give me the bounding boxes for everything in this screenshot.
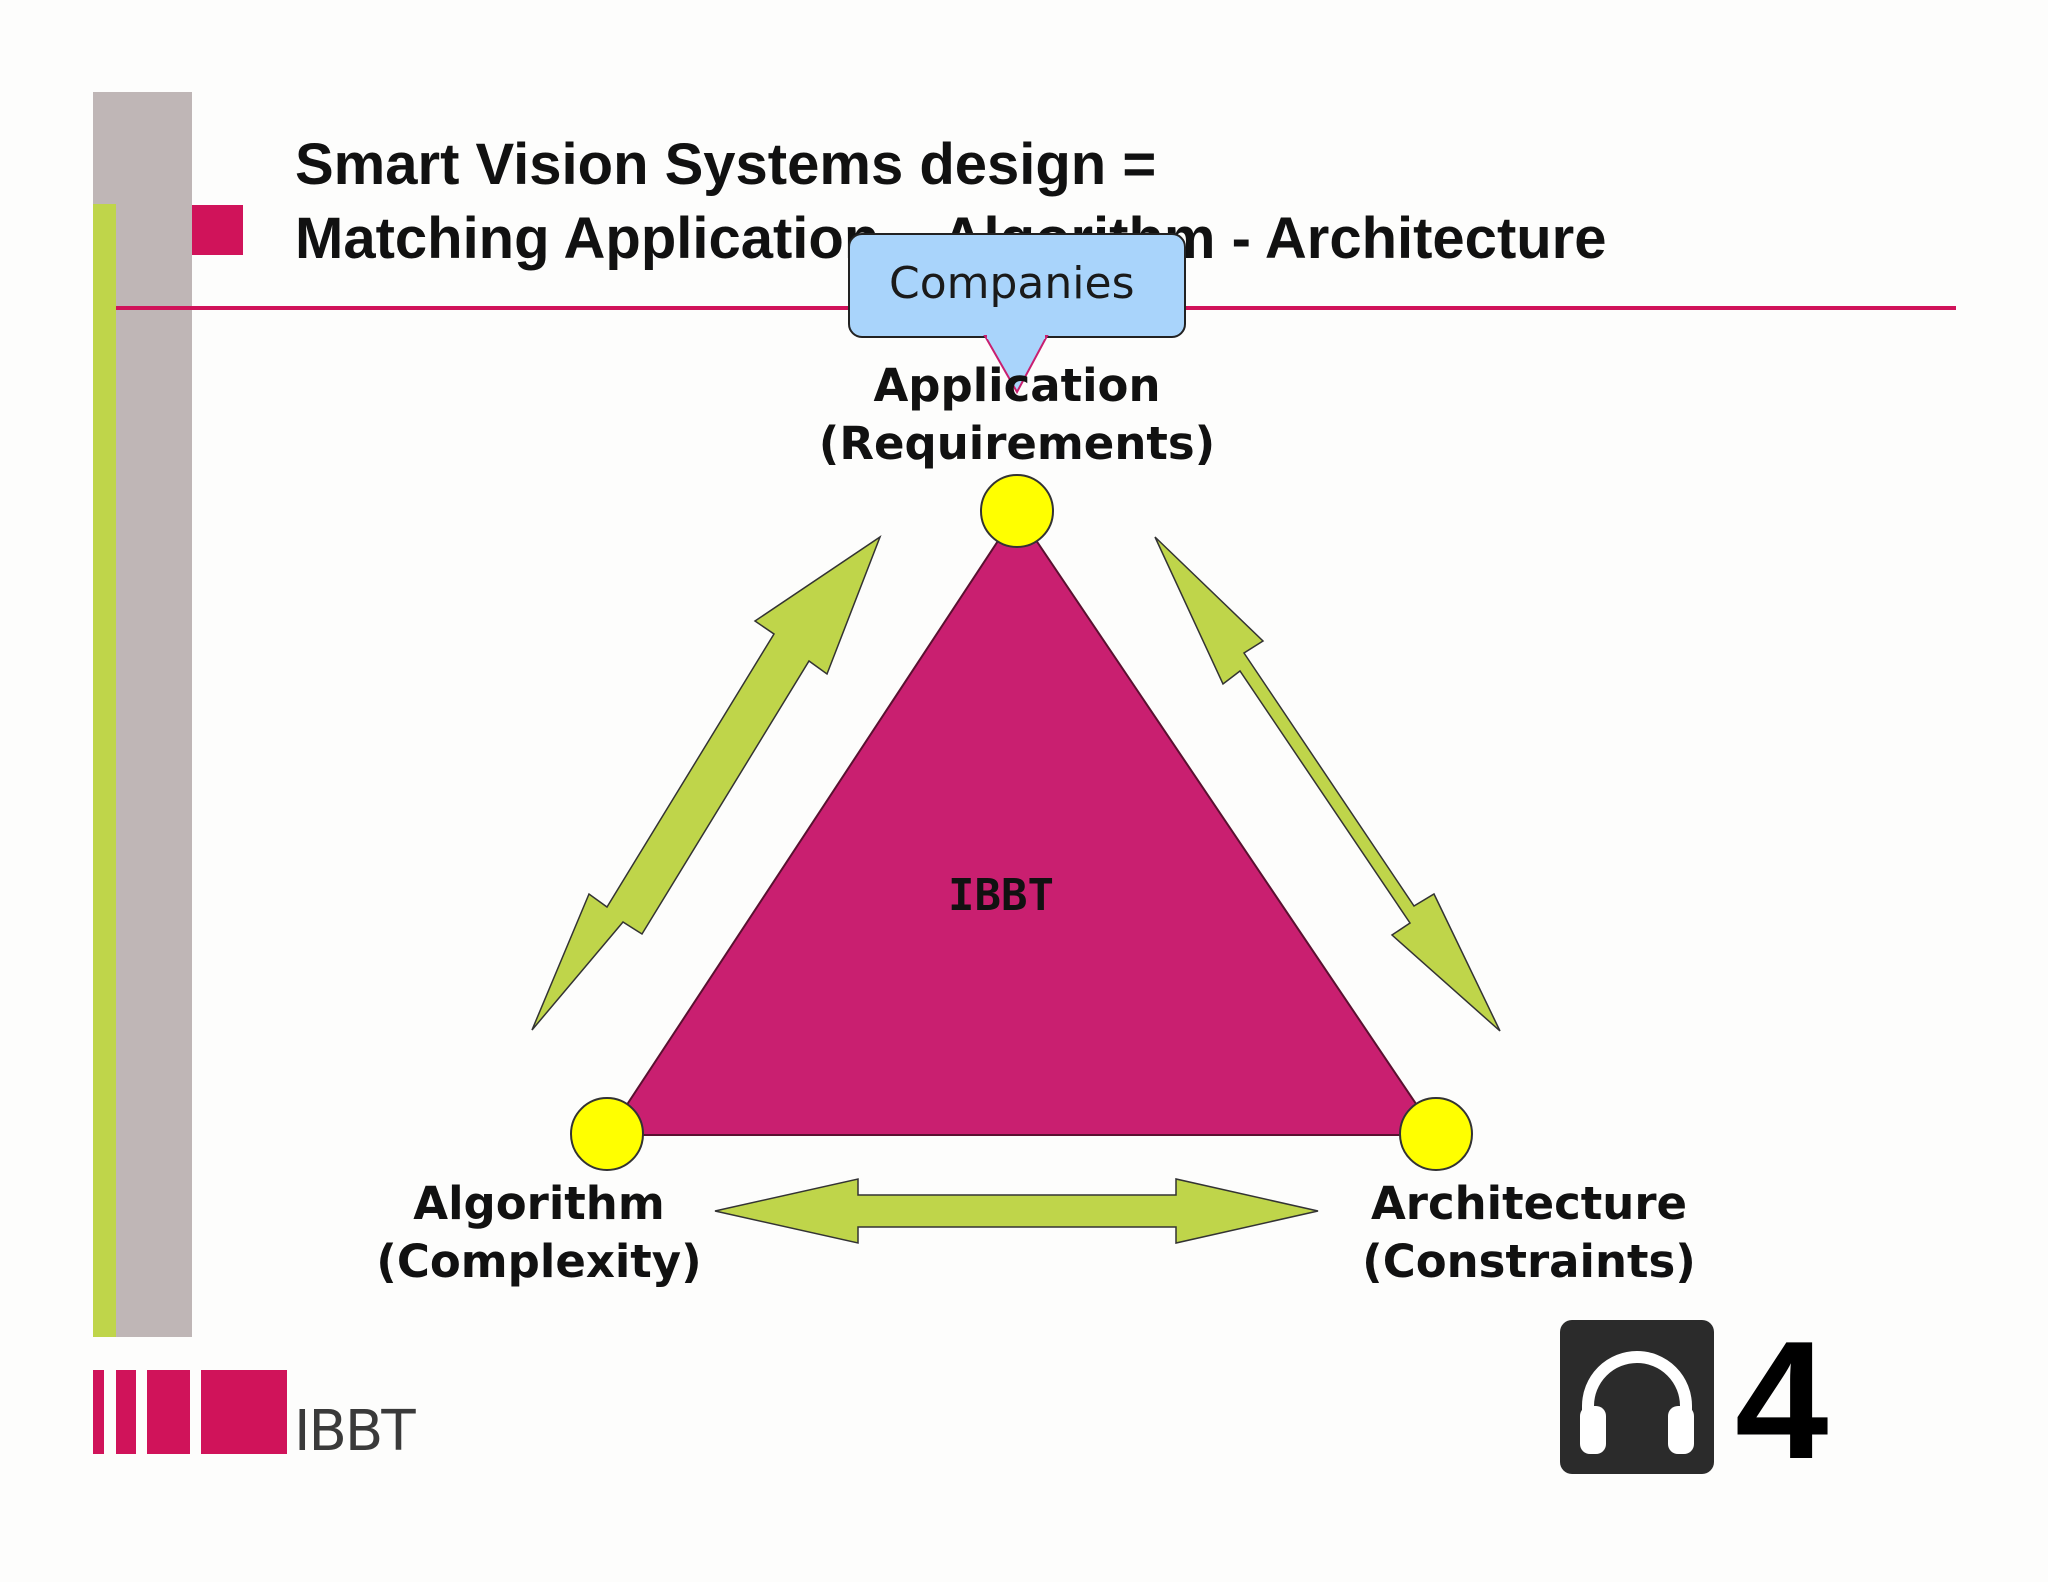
slide-number: 4 xyxy=(1735,1306,1829,1494)
logo-bar-3 xyxy=(147,1370,190,1454)
application-title: Application xyxy=(873,359,1161,412)
companies-callout-text: Companies xyxy=(889,258,1135,309)
node-application-label: Application (Requirements) xyxy=(767,357,1267,473)
algorithm-subtitle: (Complexity) xyxy=(376,1235,702,1288)
application-subtitle: (Requirements) xyxy=(818,417,1216,470)
headphones-icon xyxy=(1580,1351,1694,1454)
arrow-application-algorithm xyxy=(531,535,882,1031)
node-architecture-label: Architecture (Constraints) xyxy=(1279,1175,1779,1291)
logo-text: IBBT xyxy=(294,1399,416,1464)
audio-button[interactable] xyxy=(1560,1320,1714,1474)
architecture-title: Architecture xyxy=(1370,1177,1688,1230)
arrow-application-architecture xyxy=(1154,536,1501,1032)
architecture-subtitle: (Constraints) xyxy=(1362,1235,1696,1288)
title-bullet-square xyxy=(192,205,243,255)
algorithm-title: Algorithm xyxy=(413,1177,665,1230)
ibbt-triangle xyxy=(605,510,1439,1136)
arrow-algorithm-architecture xyxy=(714,1178,1319,1244)
triangle-center-label: IBBT xyxy=(948,870,1054,921)
node-application-dot xyxy=(980,474,1054,548)
logo-bar-2 xyxy=(116,1370,136,1454)
slide-title-line-1: Smart Vision Systems design = xyxy=(295,132,1157,197)
node-algorithm-dot xyxy=(570,1097,644,1171)
logo-bar-4 xyxy=(201,1370,287,1454)
node-algorithm-label: Algorithm (Complexity) xyxy=(289,1175,789,1291)
logo-bar-1 xyxy=(93,1370,104,1454)
node-architecture-dot xyxy=(1399,1097,1473,1171)
left-green-bar xyxy=(93,204,116,1337)
